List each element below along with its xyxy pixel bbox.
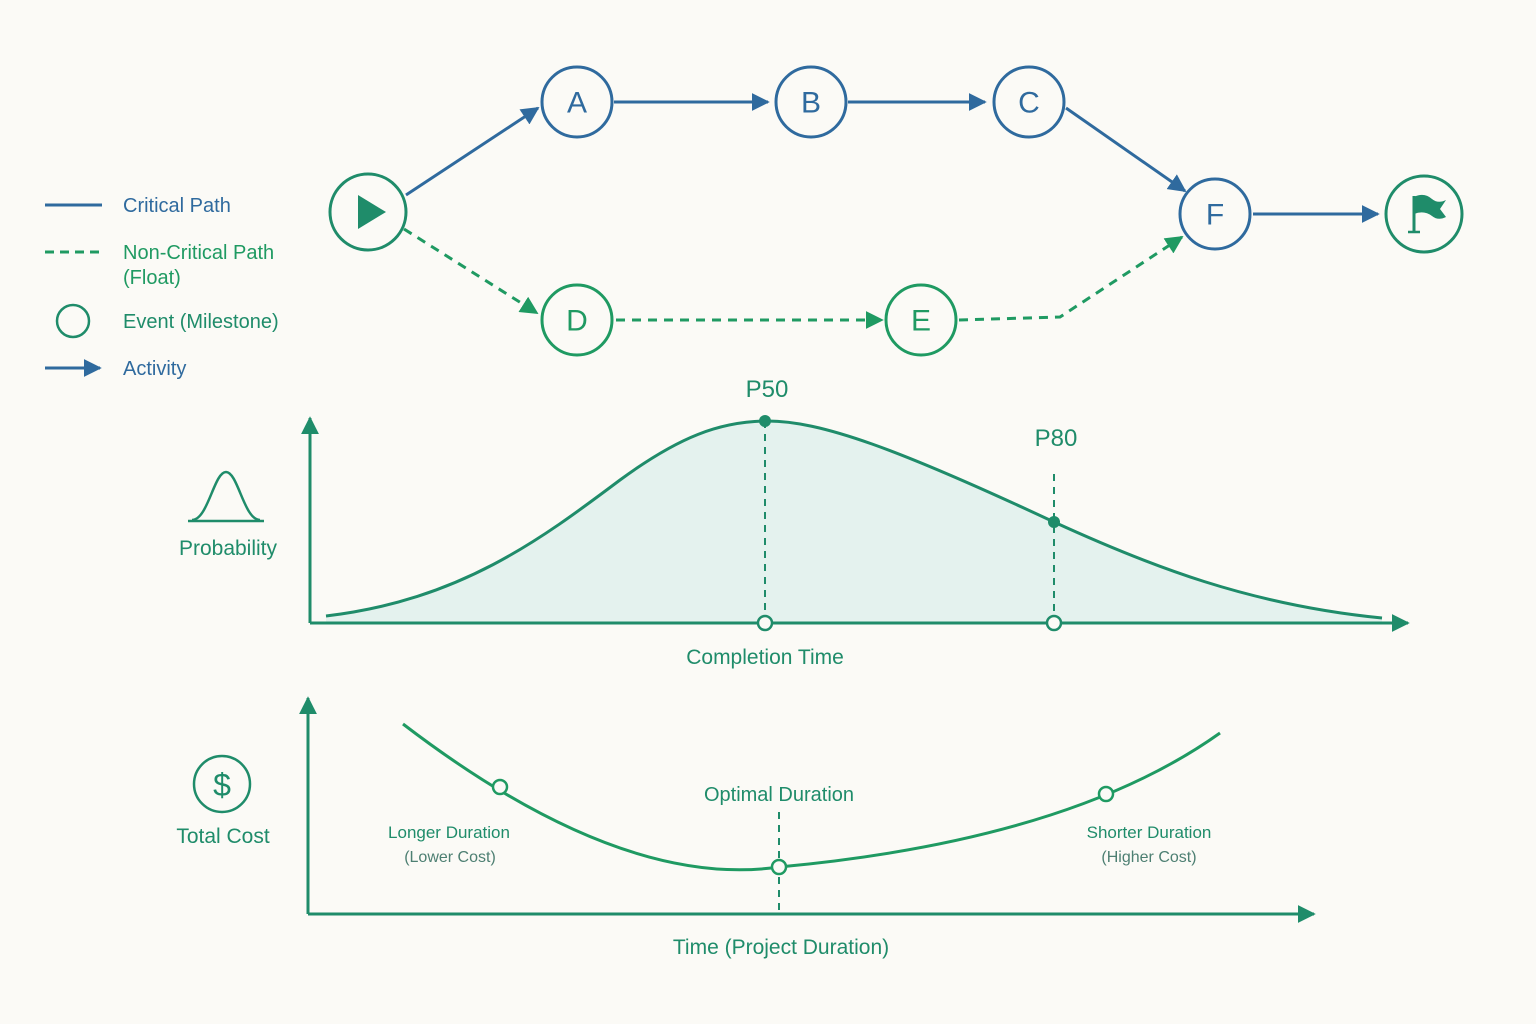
node-d-label: D — [566, 305, 588, 338]
probability-xlabel: Completion Time — [686, 646, 844, 669]
legend-noncritical-path: Non-Critical Path (Float) — [45, 242, 274, 289]
distribution-area — [326, 420, 1382, 623]
p50-label: P50 — [746, 376, 789, 403]
bell-curve-icon — [188, 470, 264, 523]
flag-icon — [1408, 194, 1446, 234]
p50-point — [759, 415, 771, 427]
optimal-label: Optimal Duration — [704, 784, 854, 806]
legend-critical-path: Critical Path — [45, 195, 231, 217]
legend: Critical Path Non-Critical Path (Float) … — [45, 195, 279, 380]
end-node — [1384, 174, 1464, 254]
play-icon — [358, 195, 386, 229]
node-e-label: E — [911, 305, 931, 338]
shorter-duration-point — [1097, 785, 1115, 803]
p80-label: P80 — [1035, 425, 1078, 452]
legend-critical-label: Critical Path — [123, 195, 231, 217]
optimal-point — [770, 858, 788, 876]
node-f-label: F — [1206, 199, 1224, 232]
p50-axis-marker — [756, 614, 774, 632]
p80-axis-marker — [1045, 614, 1063, 632]
cost-ylabel: Total Cost — [176, 825, 270, 848]
node-a: A — [540, 65, 614, 139]
probability-ylabel: Probability — [179, 537, 278, 560]
cost-chart: $ Total Cost Optimal Duration Longer Dur… — [176, 696, 1316, 959]
probability-chart: Probability P50 P80 Completion Time — [179, 376, 1410, 669]
legend-activity: Activity — [45, 358, 186, 380]
activity-c-f — [1065, 106, 1187, 193]
longer-label: Longer Duration — [388, 823, 510, 842]
dollar-sign: $ — [213, 767, 231, 803]
dollar-icon: $ — [192, 754, 252, 814]
p80-point — [1048, 516, 1060, 528]
longer-sublabel: (Lower Cost) — [404, 849, 496, 866]
legend-event-label: Event (Milestone) — [123, 311, 279, 333]
shorter-sublabel: (Higher Cost) — [1101, 849, 1196, 866]
shorter-label: Shorter Duration — [1087, 823, 1212, 842]
activity-e-f — [958, 235, 1184, 322]
start-node — [328, 172, 408, 252]
activity-network: A B C F D E — [328, 65, 1464, 357]
node-d: D — [540, 283, 614, 357]
legend-noncritical-label: Non-Critical Path — [123, 242, 274, 264]
activity-start-a — [405, 106, 540, 197]
event-circle-icon — [55, 303, 91, 339]
node-f: F — [1178, 177, 1252, 251]
activity-start-d — [403, 227, 539, 315]
legend-noncritical-sublabel: (Float) — [123, 267, 181, 289]
cost-xlabel: Time (Project Duration) — [673, 936, 889, 959]
distribution-curve — [325, 419, 1383, 620]
node-e: E — [884, 283, 958, 357]
node-c: C — [992, 65, 1066, 139]
legend-activity-label: Activity — [123, 358, 186, 380]
legend-event: Event (Milestone) — [55, 303, 279, 339]
node-b-label: B — [801, 87, 821, 120]
longer-duration-point — [491, 778, 509, 796]
node-a-label: A — [567, 87, 587, 120]
node-b: B — [774, 65, 848, 139]
node-c-label: C — [1018, 87, 1040, 120]
